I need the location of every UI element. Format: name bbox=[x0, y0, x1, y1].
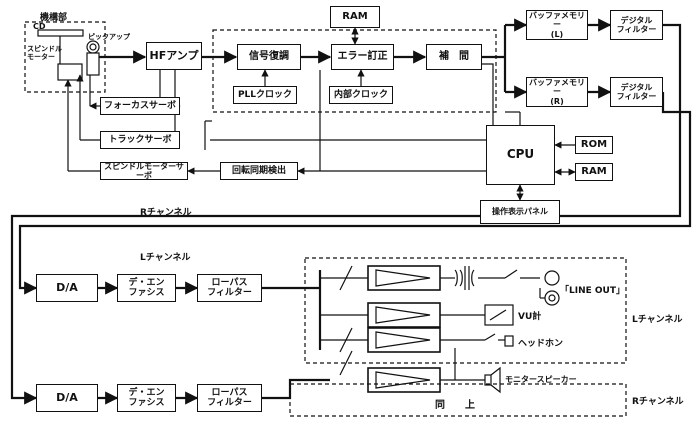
vu-meter-label: VU計 bbox=[518, 312, 542, 322]
deemphasis-r-block: デ・エン ファシス bbox=[117, 384, 176, 412]
ram-cpu-block: RAM bbox=[575, 163, 613, 181]
error-correction-block: エラー訂正 bbox=[331, 44, 394, 70]
focus-servo-block: フォーカスサーボ bbox=[100, 97, 180, 115]
demod-block: 信号復調 bbox=[237, 44, 301, 70]
pickup-label: ピックアップ bbox=[88, 33, 130, 41]
deemphasis-l-block: デ・エン ファシス bbox=[117, 274, 176, 302]
line-out-label: 「LINE OUT」 bbox=[560, 286, 625, 296]
l-channel-right-label: Lチャンネル bbox=[632, 315, 683, 325]
buffer-memory-r-block: バッファメモリー (R) bbox=[526, 77, 588, 107]
headphone-label: ヘッドホン bbox=[518, 339, 564, 349]
buffer-memory-l-block: バッファメモリー (L) bbox=[526, 10, 588, 40]
r-channel-right-label: Rチャンネル bbox=[632, 397, 684, 407]
same-as-above-label: 同 上 bbox=[435, 400, 475, 411]
da-l-block: D/A bbox=[36, 274, 98, 302]
pll-clock-block: PLLクロック bbox=[233, 86, 297, 104]
monitor-speaker-label: モニタースピーカー bbox=[505, 375, 577, 384]
track-servo-block: トラックサーボ bbox=[100, 131, 180, 149]
digital-filter-l-block: デジタル フィルター bbox=[610, 10, 663, 40]
mechanism-label: 機構部 bbox=[40, 13, 68, 23]
lowpass-r-block: ローパス フィルター bbox=[197, 384, 262, 412]
spindle-motor-label: スピンドル モーター bbox=[27, 45, 62, 61]
r-channel-top-label: Rチャンネル bbox=[140, 208, 192, 218]
da-r-block: D/A bbox=[36, 384, 98, 412]
hf-amp-block: HFアンプ bbox=[146, 42, 202, 70]
ram-top-block: RAM bbox=[330, 6, 380, 28]
spindle-servo-block: スピンドルモーターサーボ bbox=[100, 162, 188, 180]
control-panel-block: 操作表示パネル bbox=[480, 200, 560, 224]
interpolation-block: 補 間 bbox=[426, 44, 482, 70]
lowpass-l-block: ローパス フィルター bbox=[197, 274, 262, 302]
l-channel-mid-label: Lチャンネル bbox=[140, 253, 191, 263]
cpu-block: CPU bbox=[486, 125, 555, 185]
cd-label: CD bbox=[33, 22, 46, 31]
internal-clock-block: 内部クロック bbox=[329, 86, 393, 104]
rom-block: ROM bbox=[575, 136, 613, 154]
rotation-sync-block: 回転同期検出 bbox=[220, 162, 298, 180]
digital-filter-r-block: デジタル フィルター bbox=[610, 77, 663, 107]
